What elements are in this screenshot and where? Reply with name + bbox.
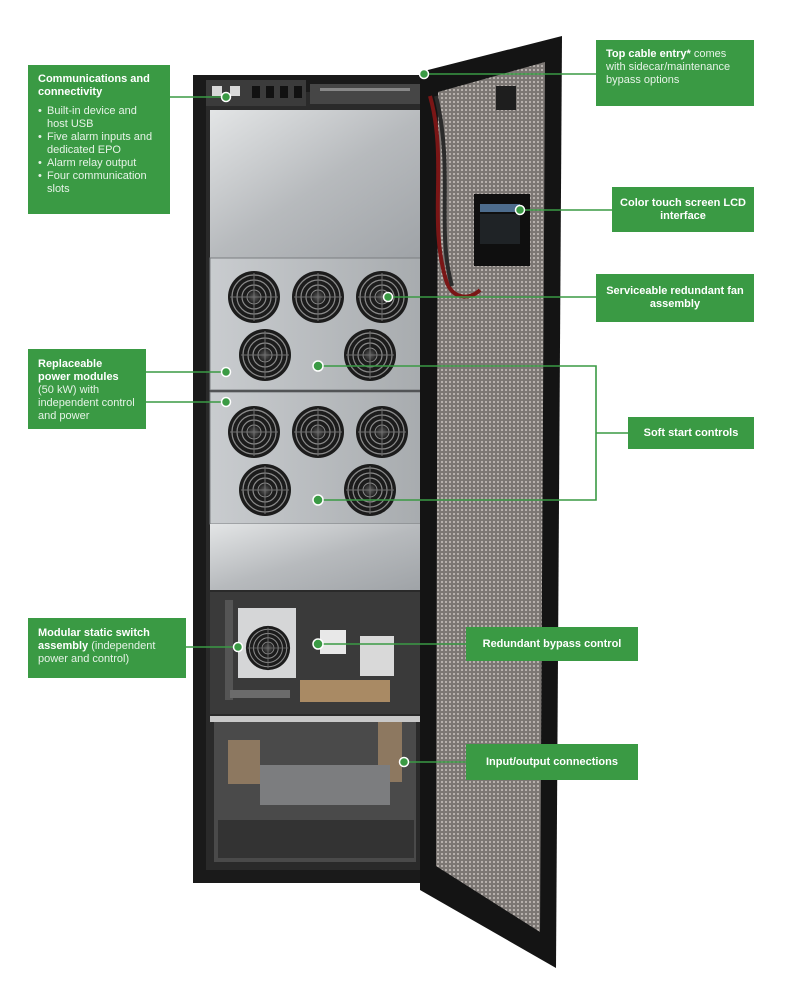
callout-communications: Communications and connectivity Built-in… (28, 65, 170, 214)
callout-power-modules: Replaceable power modules (50 kW) with i… (28, 349, 146, 429)
list-item: Five alarm inputs and dedicated EPO (38, 131, 160, 157)
callout-fan-assembly-title: Serviceable redundant fan assembly (606, 285, 744, 310)
callout-power-modules-title: Replaceable power modules (38, 358, 119, 383)
callout-bypass-control-title: Redundant bypass control (482, 637, 622, 650)
callout-top-cable-desc: comes with sidecar/maintenance bypass op… (606, 48, 731, 86)
callout-communications-title: Communications and connectivity (38, 73, 150, 98)
callout-soft-start-title: Soft start controls (643, 426, 739, 439)
callout-touch-screen: Color touch screen LCD interface (612, 187, 754, 232)
callout-fan-assembly: Serviceable redundant fan assembly (596, 274, 754, 322)
cabinet-door (420, 36, 562, 968)
callout-top-cable-title: Top cable entry* (606, 48, 691, 60)
leader-lines (146, 73, 628, 763)
callout-static-switch: Modular static switch assembly (independ… (28, 618, 186, 678)
communications-feature-list: Built-in device and host USB Five alarm … (38, 105, 160, 196)
list-item: Four communication slots (38, 170, 160, 196)
list-item: Alarm relay output (38, 157, 160, 170)
callout-power-modules-desc: with independent control and power (38, 384, 135, 422)
callout-io-connections-title: Input/output connections (486, 755, 618, 768)
callout-static-switch-desc: (independent power and control) (38, 640, 156, 665)
callout-touch-screen-title: Color touch screen LCD interface (620, 196, 746, 222)
ups-cabinet (193, 75, 436, 883)
callout-bypass-control: Redundant bypass control (466, 627, 638, 661)
callout-static-switch-title: Modular static switch assembly (38, 627, 150, 652)
callout-soft-start: Soft start controls (628, 417, 754, 449)
callout-dots (220, 68, 526, 768)
callout-power-modules-rating: (50 kW) (38, 384, 77, 396)
list-item: Built-in device and host USB (38, 105, 160, 131)
callout-io-connections: Input/output connections (466, 744, 638, 780)
callout-top-cable-entry: Top cable entry* comes with sidecar/main… (596, 40, 754, 106)
